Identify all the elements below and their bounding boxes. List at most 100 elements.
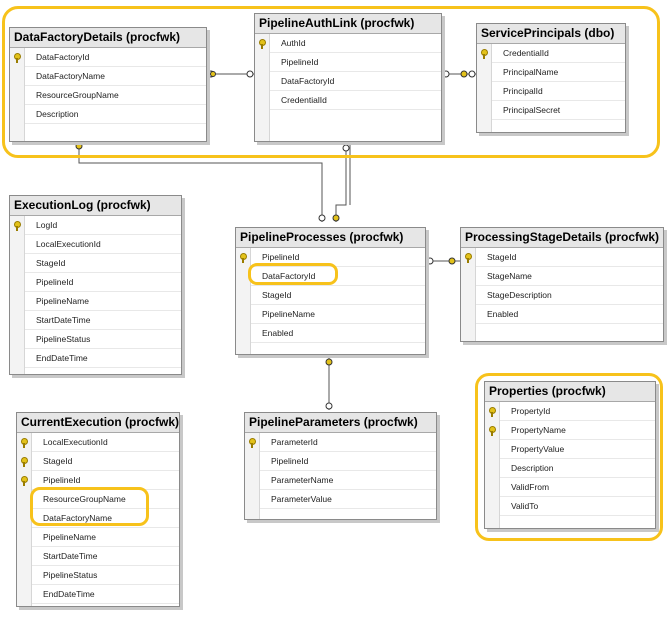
column-name: LocalExecutionId [36,239,101,249]
column-row[interactable]: PipelineName [32,528,179,547]
column-name: ValidFrom [511,482,550,492]
column-row[interactable]: PipelineId [270,53,441,72]
column-row[interactable]: LogId [14,216,181,235]
one-end-marker [460,70,468,78]
column-row[interactable]: PropertyValue [500,440,655,459]
column-row[interactable]: DataFactoryName [32,509,179,528]
column-row[interactable]: DataFactoryId [251,267,425,286]
column-row[interactable]: PipelineStatus [32,566,179,585]
key-icon [248,438,256,448]
column-row[interactable]: DataFactoryName [25,67,206,86]
column-name: StartDateTime [43,551,98,561]
column-name: AuthId [281,38,306,48]
column-row[interactable]: DataFactoryId [14,48,206,67]
column-row[interactable]: CredentialId [270,91,441,110]
key-icon [464,253,472,263]
column-name: StartDateTime [36,315,91,325]
column-row[interactable]: PrincipalSecret [492,101,625,120]
many-end-marker [468,70,476,78]
column-name: DataFactoryId [281,76,335,86]
column-row[interactable]: Description [25,105,206,124]
column-row[interactable]: PipelineId [240,248,425,267]
many-end-marker [442,70,450,78]
column-name: StageId [262,290,292,300]
column-row[interactable]: PropertyName [489,421,655,440]
many-end-marker [342,144,350,152]
many-end-marker [318,214,326,222]
column-row[interactable]: StartDateTime [32,547,179,566]
column-row[interactable]: StageId [21,452,179,471]
column-row[interactable]: LocalExecutionId [25,235,181,254]
column-row[interactable]: AuthId [259,34,441,53]
column-name: EndDateTime [43,589,95,599]
table-processingstagedetails[interactable]: ProcessingStageDetails (procfwk) StageId… [460,227,664,342]
column-name: PipelineStatus [43,570,98,580]
key-icon [488,407,496,417]
column-name: ResourceGroupName [36,90,119,100]
column-row[interactable]: PipelineStatus [25,330,181,349]
column-row[interactable]: StageName [476,267,663,286]
column-row[interactable]: ResourceGroupName [25,86,206,105]
column-row[interactable]: StageDescription [476,286,663,305]
column-row[interactable]: ValidFrom [500,478,655,497]
column-row[interactable]: EndDateTime [25,349,181,368]
table-pipelineparameters[interactable]: PipelineParameters (procfwk) ParameterId… [244,412,437,520]
table-title: CurrentExecution (procfwk) [17,413,179,433]
column-name: Description [36,109,79,119]
column-row[interactable]: StartDateTime [25,311,181,330]
one-end-marker [210,71,216,77]
table-datafactorydetails[interactable]: DataFactoryDetails (procfwk) DataFactory… [9,27,207,142]
column-row[interactable]: PrincipalName [492,63,625,82]
column-name: PipelineId [271,456,309,466]
column-row[interactable]: PipelineId [21,471,179,490]
column-row[interactable]: StageId [25,254,181,273]
column-row[interactable]: ValidTo [500,497,655,516]
column-row[interactable]: Description [500,459,655,478]
table-title: ServicePrincipals (dbo) [477,24,625,44]
column-name: StageId [43,456,73,466]
column-name: LogId [36,220,58,230]
key-icon [20,438,28,448]
column-name: EndDateTime [36,353,88,363]
table-title: PipelineProcesses (procfwk) [236,228,425,248]
column-name: PropertyValue [511,444,565,454]
column-row[interactable]: PipelineId [25,273,181,292]
column-row[interactable]: EndDateTime [32,585,179,604]
key-icon [488,426,496,436]
column-row[interactable]: PrincipalId [492,82,625,101]
column-row[interactable]: CredentialId [481,44,625,63]
column-name: DataFactoryName [36,71,105,81]
column-row[interactable]: Enabled [476,305,663,324]
column-row[interactable]: PipelineName [25,292,181,311]
column-row[interactable]: StageId [251,286,425,305]
key-icon [480,49,488,59]
column-row[interactable]: ParameterValue [260,490,436,509]
table-currentexecution[interactable]: CurrentExecution (procfwk) LocalExecutio… [16,412,180,607]
column-name: PrincipalId [503,86,543,96]
column-row[interactable]: PropertyId [489,402,655,421]
column-name: DataFactoryId [262,271,316,281]
column-row[interactable]: PipelineName [251,305,425,324]
column-row[interactable]: StageId [465,248,663,267]
column-row[interactable]: PipelineId [260,452,436,471]
column-row[interactable]: DataFactoryId [270,72,441,91]
column-row[interactable]: ParameterName [260,471,436,490]
column-row[interactable]: Enabled [251,324,425,343]
column-name: PipelineName [36,296,89,306]
many-end-marker [426,257,434,265]
column-row[interactable]: ParameterId [249,433,436,452]
one-end-marker [448,257,456,265]
column-row[interactable]: ResourceGroupName [32,490,179,509]
column-row[interactable]: LocalExecutionId [21,433,179,452]
column-name: StageDescription [487,290,552,300]
